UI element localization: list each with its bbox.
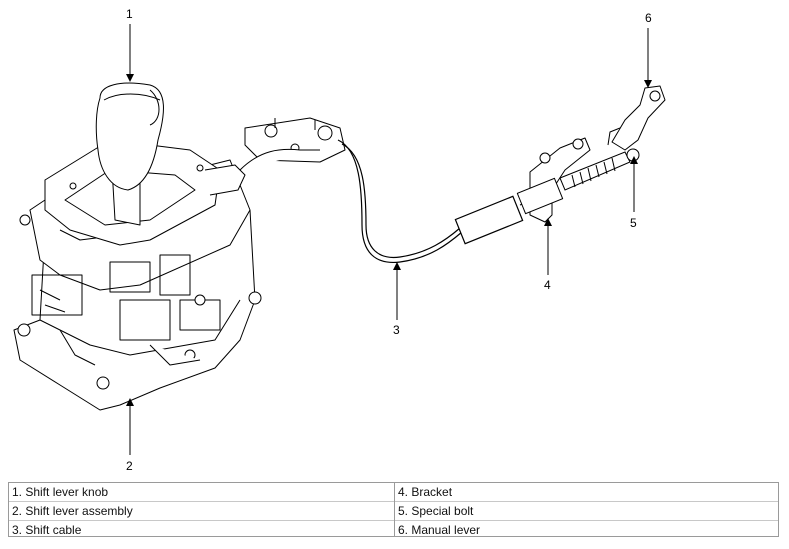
callout-5: 5 bbox=[630, 216, 637, 230]
callout-leaders bbox=[126, 24, 652, 455]
bracket-drawing bbox=[516, 137, 591, 223]
shift-cable-drawing bbox=[337, 139, 546, 264]
callout-3: 3 bbox=[393, 323, 400, 337]
manual-lever-drawing bbox=[607, 85, 666, 151]
shift-lever-knob-drawing bbox=[44, 82, 246, 246]
callout-6: 6 bbox=[645, 11, 652, 25]
legend-column-left: 1. Shift lever knob 2. Shift lever assem… bbox=[9, 483, 395, 537]
callout-1: 1 bbox=[126, 7, 133, 21]
parts-legend-table: 1. Shift lever knob 2. Shift lever assem… bbox=[8, 482, 779, 537]
callout-4: 4 bbox=[544, 278, 551, 292]
legend-item: 2. Shift lever assembly bbox=[9, 502, 394, 521]
legend-item: 6. Manual lever bbox=[398, 523, 481, 537]
legend-item: 4. Bracket bbox=[395, 483, 778, 502]
legend-item: 3. Shift cable bbox=[12, 523, 82, 537]
cable-bracket-plate-drawing bbox=[239, 117, 346, 171]
legend-column-right: 4. Bracket 5. Special bolt 6. Manual lev… bbox=[395, 483, 778, 537]
legend-item: 5. Special bolt bbox=[395, 502, 778, 521]
legend-item: 1. Shift lever knob bbox=[9, 483, 394, 502]
callout-2: 2 bbox=[126, 459, 133, 473]
exploded-parts-diagram: 1 2 3 4 5 6 bbox=[13, 7, 666, 473]
